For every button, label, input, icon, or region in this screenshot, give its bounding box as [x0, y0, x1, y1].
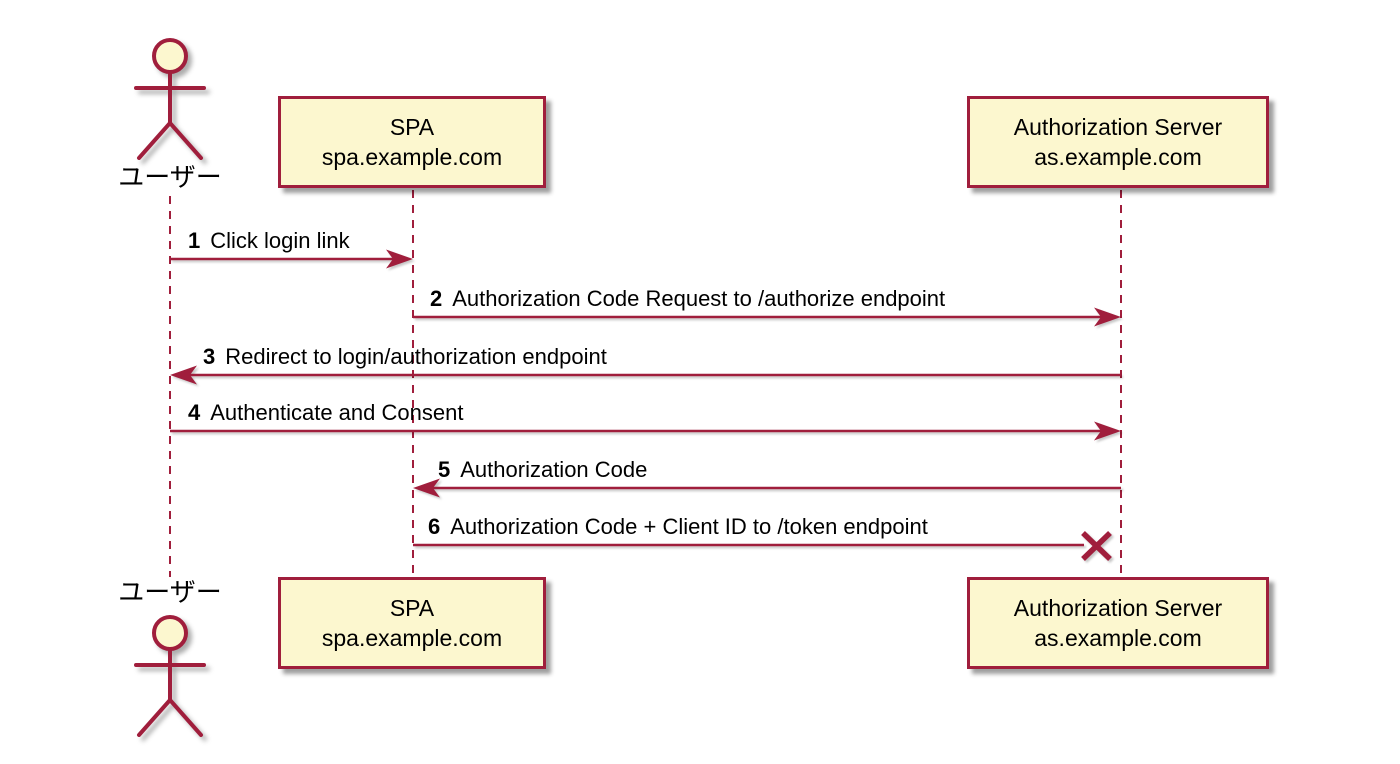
message-label-4: 4 Authenticate and Consent — [188, 400, 463, 426]
message-number: 2 — [430, 286, 443, 311]
message-arrow-1 — [170, 249, 413, 269]
actor-figure-user-top — [134, 38, 206, 160]
participant-spa-bottom: SPA spa.example.com — [278, 577, 546, 669]
message-arrow-5 — [413, 478, 1121, 498]
message-label-6: 6 Authorization Code + Client ID to /toke… — [428, 514, 928, 540]
actor-label-user-bottom: ユーザー — [118, 577, 222, 607]
lost-message-x-icon — [1081, 531, 1112, 561]
participant-auth-server-bottom: Authorization Server as.example.com — [967, 577, 1269, 669]
message-text: Redirect to login/authorization endpoint — [225, 344, 607, 369]
message-label-3: 3 Redirect to login/authorization endpoin… — [203, 344, 607, 370]
message-label-2: 2 Authorization Code Request to /authoriz… — [430, 286, 945, 312]
message-label-1: 1 Click login link — [188, 228, 350, 254]
message-text: Authorization Code — [460, 457, 648, 482]
message-number: 3 — [203, 344, 216, 369]
participant-host: spa.example.com — [321, 625, 503, 651]
arrowhead-left-icon — [170, 365, 197, 385]
participant-name: SPA — [389, 114, 435, 140]
participant-name: SPA — [389, 595, 435, 621]
message-number: 1 — [188, 228, 201, 253]
actor-leg-left — [137, 121, 172, 160]
participant-host: as.example.com — [1034, 144, 1202, 170]
arrowhead-right-icon — [1094, 307, 1121, 327]
message-text: Authorization Code + Client ID to /token… — [450, 514, 928, 539]
participant-host: as.example.com — [1034, 625, 1202, 651]
actor-leg-right — [168, 698, 203, 737]
participant-spa-top: SPA spa.example.com — [278, 96, 546, 188]
arrowhead-right-icon — [386, 249, 413, 269]
actor-head — [152, 38, 188, 74]
participant-name: Authorization Server — [1013, 114, 1223, 140]
message-label-5: 5 Authorization Code — [438, 457, 647, 483]
actor-label-user-top: ユーザー — [118, 162, 222, 192]
message-text: Authorization Code Request to /authorize… — [452, 286, 946, 311]
arrowhead-right-icon — [1094, 421, 1121, 441]
message-arrow-2 — [413, 307, 1121, 327]
actor-leg-right — [168, 121, 203, 160]
actor-head — [152, 615, 188, 651]
message-number: 6 — [428, 514, 441, 539]
message-number: 4 — [188, 400, 201, 425]
message-arrow-3 — [170, 365, 1121, 385]
message-text: Authenticate and Consent — [210, 400, 464, 425]
participant-auth-server-top: Authorization Server as.example.com — [967, 96, 1269, 188]
message-text: Click login link — [210, 228, 350, 253]
participant-name: Authorization Server — [1013, 595, 1223, 621]
actor-leg-left — [137, 698, 172, 737]
actor-figure-user-bottom — [134, 615, 206, 737]
arrowhead-left-icon — [413, 478, 440, 498]
participant-host: spa.example.com — [321, 144, 503, 170]
message-arrow-6 — [413, 531, 1112, 561]
message-arrow-4 — [170, 421, 1121, 441]
message-number: 5 — [438, 457, 451, 482]
